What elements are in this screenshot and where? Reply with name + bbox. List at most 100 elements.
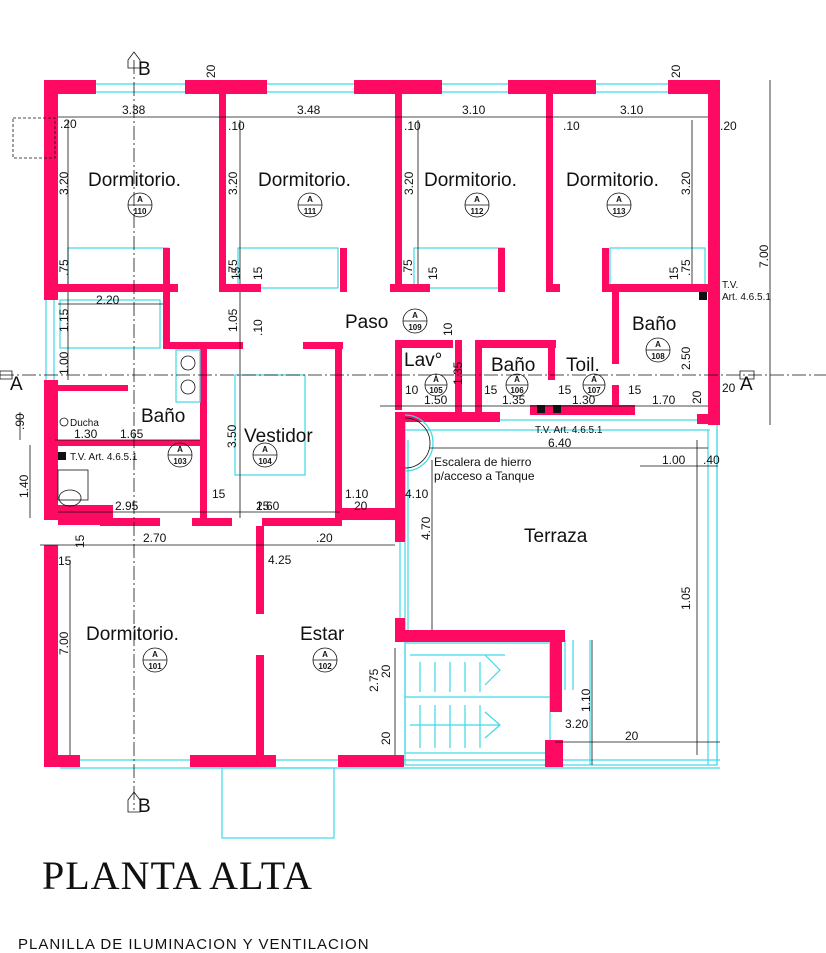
svg-text:20: 20	[204, 64, 218, 78]
room-tag: A 101	[142, 647, 168, 673]
svg-text:10: 10	[405, 383, 419, 397]
svg-text:4.70: 4.70	[419, 516, 433, 540]
svg-text:3.10: 3.10	[462, 103, 486, 117]
svg-text:1.50: 1.50	[424, 393, 448, 407]
svg-text:3.20: 3.20	[565, 717, 589, 731]
tv-markers	[58, 292, 707, 460]
svg-text:2.70: 2.70	[143, 531, 167, 545]
svg-text:.75: .75	[401, 259, 415, 276]
room-name: Baño	[141, 406, 185, 427]
svg-text:.40: .40	[703, 453, 720, 467]
svg-text:102: 102	[318, 662, 332, 671]
svg-text:2.60: 2.60	[256, 499, 280, 513]
dimension-texts: 3.38 3.48 3.10 3.10 20 20 .20 .10 .10 .1…	[13, 64, 771, 745]
plan-subtitle: PLANILLA DE ILUMINACION Y VENTILACION	[18, 936, 370, 953]
svg-text:3.38: 3.38	[122, 103, 146, 117]
svg-text:104: 104	[258, 457, 272, 466]
plan-title: PLANTA ALTA	[42, 853, 313, 898]
svg-text:A: A	[514, 375, 520, 384]
svg-text:15: 15	[73, 534, 87, 548]
svg-text:15: 15	[229, 266, 243, 280]
svg-text:20: 20	[722, 381, 736, 395]
svg-text:.20: .20	[720, 119, 737, 133]
svg-text:20: 20	[669, 64, 683, 78]
room-name: Dormitorio.	[566, 170, 659, 191]
svg-text:A: A	[474, 195, 480, 204]
svg-text:A: A	[616, 195, 622, 204]
svg-text:20: 20	[379, 664, 393, 678]
svg-text:.90: .90	[13, 413, 27, 430]
svg-text:2.95: 2.95	[115, 499, 139, 513]
room-name: Estar	[300, 624, 345, 645]
svg-text:15: 15	[484, 383, 498, 397]
svg-text:1.30: 1.30	[572, 393, 596, 407]
room-name: Dormitorio.	[258, 170, 351, 191]
svg-text:1.30: 1.30	[74, 427, 98, 441]
room-tag: A 104	[252, 442, 278, 468]
svg-text:10: 10	[441, 322, 455, 336]
svg-text:1.15: 1.15	[57, 308, 71, 332]
svg-text:A: A	[655, 340, 661, 349]
svg-text:1.00: 1.00	[57, 351, 71, 375]
svg-text:.75: .75	[226, 259, 240, 276]
svg-text:4.25: 4.25	[268, 553, 292, 567]
svg-text:.75: .75	[679, 259, 693, 276]
svg-text:15: 15	[426, 266, 440, 280]
label-tv-art: Art. 4.6.5.1	[722, 292, 771, 303]
svg-text:15: 15	[58, 554, 72, 568]
svg-text:A: A	[262, 445, 268, 454]
room-name: Paso	[345, 312, 388, 333]
svg-text:111: 111	[304, 207, 317, 216]
svg-text:3.10: 3.10	[620, 103, 644, 117]
svg-text:1.10: 1.10	[579, 688, 593, 712]
svg-text:A: A	[177, 445, 183, 454]
label-tv: T.V.	[722, 280, 738, 291]
svg-text:101: 101	[148, 662, 162, 671]
room-name: Dormitorio.	[86, 624, 179, 645]
svg-text:15: 15	[251, 266, 265, 280]
svg-text:3.20: 3.20	[226, 171, 240, 195]
svg-text:113: 113	[613, 207, 626, 216]
svg-text:3.20: 3.20	[57, 171, 71, 195]
svg-text:1.65: 1.65	[120, 427, 144, 441]
svg-text:1.35: 1.35	[451, 361, 465, 385]
section-mark-b-bottom: B	[138, 796, 151, 817]
room-name: Dormitorio.	[424, 170, 517, 191]
fixtures	[12, 117, 201, 507]
svg-text:15: 15	[256, 499, 270, 513]
svg-text:3.20: 3.20	[402, 171, 416, 195]
room-tag: A 106	[505, 373, 529, 397]
svg-text:A: A	[412, 311, 418, 320]
svg-text:4.10: 4.10	[405, 487, 429, 501]
svg-text:2.50: 2.50	[679, 346, 693, 370]
label-tv-full: T.V. Art. 4.6.5.1	[535, 425, 603, 436]
svg-text:.10: .10	[251, 319, 265, 336]
svg-text:1.35: 1.35	[502, 393, 526, 407]
svg-text:A: A	[152, 650, 158, 659]
section-mark-a-right: A	[740, 374, 753, 395]
svg-text:.75: .75	[57, 259, 71, 276]
svg-text:106: 106	[510, 386, 524, 395]
svg-text:1.05: 1.05	[679, 586, 693, 610]
room-name: Baño	[632, 314, 676, 335]
svg-text:A: A	[433, 375, 439, 384]
label-escalera-2: p/acceso a Tanque	[434, 469, 535, 483]
svg-text:15: 15	[628, 383, 642, 397]
svg-text:1.10: 1.10	[345, 487, 369, 501]
svg-text:15: 15	[667, 266, 681, 280]
room-name: Toil.	[566, 355, 600, 376]
svg-text:A: A	[322, 650, 328, 659]
svg-text:.20: .20	[60, 117, 77, 131]
svg-text:1.70: 1.70	[652, 393, 676, 407]
svg-text:2.20: 2.20	[96, 293, 120, 307]
svg-text:1.00: 1.00	[662, 453, 686, 467]
